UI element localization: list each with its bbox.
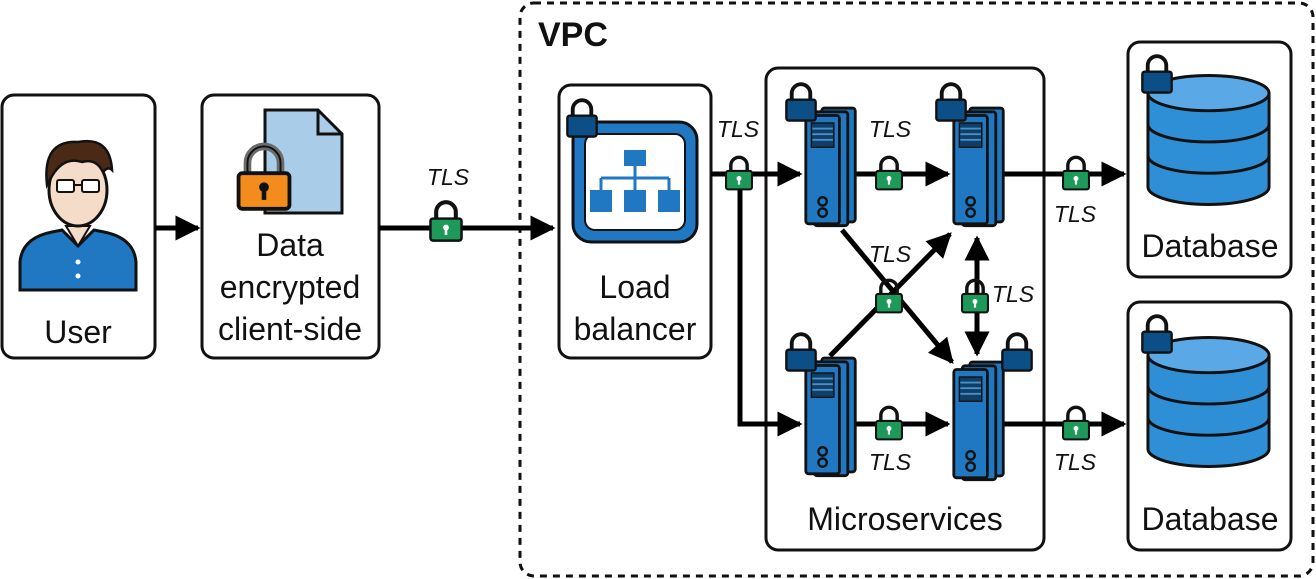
tls-label-lb-services: TLS [717, 116, 760, 142]
client-label-line3: client-side [218, 311, 362, 347]
tls-label-vertical: TLS [992, 281, 1035, 307]
server-icon [952, 106, 1005, 228]
load-balancer-icon [571, 120, 699, 244]
tls-lock-icon [1063, 157, 1089, 189]
vpc-boundary [518, 1, 1315, 578]
vpc-label: VPC [538, 16, 608, 54]
tls-label-bottom-services: TLS [869, 449, 912, 475]
tls-label-top-db: TLS [1054, 201, 1097, 227]
server-icon [804, 106, 857, 228]
database-label-top: Database [1142, 228, 1279, 264]
tls-lock-icon [430, 202, 461, 240]
user-label: User [44, 314, 112, 350]
client-label-line1: Data [256, 227, 324, 263]
database-icon [1146, 336, 1271, 468]
tls-label-client-lb: TLS [427, 164, 470, 190]
database-icon [1146, 74, 1271, 206]
tls-label-cross: TLS [869, 241, 912, 267]
client-label-line2: encrypted [220, 269, 361, 305]
microservices-label: Microservices [807, 501, 1003, 537]
server-icon [804, 356, 857, 478]
user-icon [18, 139, 138, 292]
tls-label-bottom-db: TLS [1054, 449, 1097, 475]
database-label-bottom: Database [1142, 501, 1279, 537]
tls-lock-icon [726, 157, 752, 189]
tls-label-top-services: TLS [869, 116, 912, 142]
arrow-lb-to-bottom-service [737, 174, 803, 437]
tls-lock-icon [1063, 407, 1089, 439]
lb-label-line1: Load [599, 269, 670, 305]
lb-label-line2: balancer [574, 311, 697, 347]
server-icon [952, 360, 1005, 482]
